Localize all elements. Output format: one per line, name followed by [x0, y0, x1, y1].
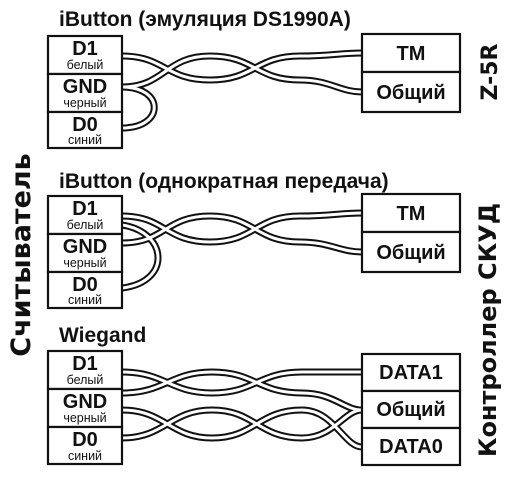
- controller-side-label: Контроллер СКУД: [474, 203, 502, 457]
- terminal-label: Общий: [376, 82, 445, 104]
- section-3-wires: [118, 368, 366, 451]
- pin-name: GND: [63, 391, 107, 413]
- pin-name: D0: [72, 274, 98, 296]
- terminal-box: [360, 70, 462, 114]
- pin-color: черный: [63, 256, 106, 270]
- terminal-label: DATA1: [379, 362, 443, 384]
- pin-name: GND: [63, 236, 107, 258]
- pin-name: D1: [72, 198, 98, 220]
- terminal-box: [360, 230, 462, 274]
- pin-color: синий: [68, 133, 102, 147]
- section-1-controller-block: TM Общий: [360, 32, 462, 114]
- section-1-wires: [118, 49, 366, 132]
- section-3-title: Wiegand: [59, 324, 146, 347]
- controller-model-label: Z-5R: [478, 43, 503, 100]
- terminal-label: Общий: [376, 399, 445, 421]
- section-2-title: iButton (однократная передача): [59, 170, 389, 193]
- terminal-box: [360, 32, 462, 74]
- terminal-label: TM: [397, 203, 426, 225]
- terminal-label: TM: [397, 43, 426, 65]
- pin-color: белый: [67, 58, 104, 72]
- pin-color: синий: [68, 293, 102, 307]
- section-3-controller-block: DATA1 Общий DATA0: [360, 352, 462, 467]
- pin-color: белый: [67, 373, 104, 387]
- pin-name: D1: [72, 353, 98, 375]
- pin-color: черный: [63, 96, 106, 110]
- pin-color: белый: [67, 218, 104, 232]
- section-2-controller-block: TM Общий: [360, 192, 462, 274]
- terminal-box: [360, 426, 462, 467]
- pin-color: черный: [63, 411, 106, 425]
- pin-d1-box: [46, 194, 124, 236]
- section-3-reader-block: D1 белый GND черный D0 синий: [46, 349, 124, 466]
- section-2-reader-block: D1 белый GND черный D0 синий: [46, 194, 124, 310]
- pin-d0-box: [46, 270, 124, 310]
- pin-gnd-box: [46, 387, 124, 429]
- pin-name: D1: [72, 38, 98, 60]
- section-2-wires: [118, 209, 366, 292]
- pin-d0-box: [46, 425, 124, 466]
- section-1-reader-block: D1 белый GND черный D0 синий: [46, 34, 124, 150]
- pin-gnd-box: [46, 232, 124, 274]
- pin-name: D0: [72, 114, 98, 136]
- terminal-label: DATA0: [379, 436, 443, 458]
- section-1-title: iButton (эмуляция DS1990A): [59, 8, 351, 31]
- pin-d0-box: [46, 110, 124, 150]
- pin-d1-box: [46, 349, 124, 391]
- pin-name: GND: [63, 76, 107, 98]
- terminal-label: Общий: [376, 242, 445, 264]
- pin-color: синий: [68, 449, 102, 463]
- pin-name: D0: [72, 429, 98, 451]
- terminal-box: [360, 192, 462, 234]
- reader-side-label: Считыватель: [6, 153, 37, 356]
